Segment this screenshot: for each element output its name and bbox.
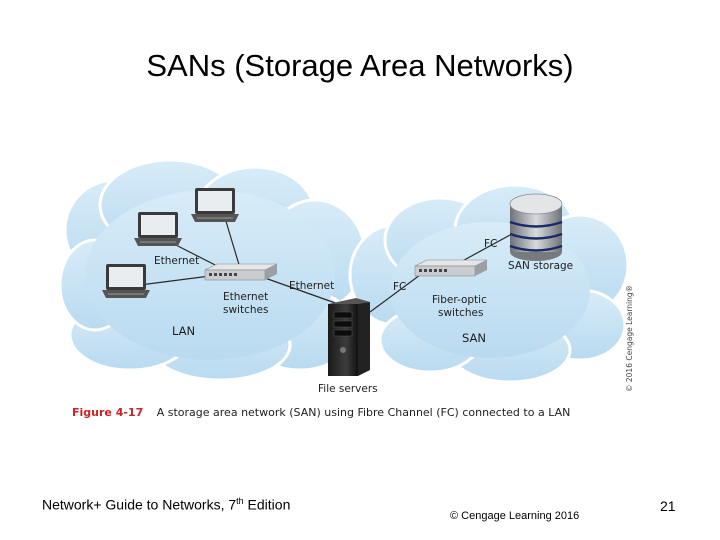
ethernet-switches-label: Ethernet [223, 291, 268, 303]
san-label: SAN [462, 331, 486, 345]
figure-number: Figure 4-17 [72, 406, 143, 419]
fiber-switches-label-2: switches [438, 307, 483, 319]
copyright-vertical-label: © 2016 Cengage Learning® [625, 285, 634, 392]
laptop-icon [102, 264, 150, 298]
storage-cylinder-icon [509, 193, 563, 261]
fc-top-label: FC [484, 238, 497, 250]
footer-book-title: Network+ Guide to Networks, 7th Edition [42, 496, 290, 513]
slide-title: SANs (Storage Area Networks) [146, 48, 574, 83]
footer-copyright: © Cengage Learning 2016 [450, 510, 580, 522]
ethernet-right-label: Ethernet [289, 280, 334, 292]
footer-book-end: Edition [243, 496, 291, 513]
fc-left-label: FC [393, 281, 406, 293]
laptop-icon [134, 212, 182, 246]
footer-book-main: Network+ Guide to Networks, 7 [42, 496, 237, 513]
san-storage-label: SAN storage [508, 260, 573, 272]
figure-caption: A storage area network (SAN) using Fibre… [157, 406, 571, 419]
network-links [139, 217, 511, 313]
san-cloud [348, 183, 630, 384]
file-servers-label: File servers [318, 383, 378, 395]
fiber-switch-icon [414, 259, 488, 277]
page-number: 21 [660, 498, 676, 514]
lan-label: LAN [172, 324, 195, 338]
footer-book-sup: th [236, 496, 244, 506]
lan-cloud [60, 160, 367, 382]
laptop-icon [191, 188, 239, 222]
fiber-switches-label: Fiber-optic [432, 294, 487, 306]
ethernet-switches-label-2: switches [223, 304, 268, 316]
file-server-icon [328, 298, 370, 376]
svg-text:Figure 4-17 A storage area: Figure 4-17 A storage area network (SAN)… [72, 406, 570, 419]
ethernet-switch-icon [204, 263, 278, 281]
san-diagram: Ethernet Ethernet Ethernet switches LAN … [60, 160, 634, 419]
ethernet-left-label: Ethernet [154, 255, 199, 267]
